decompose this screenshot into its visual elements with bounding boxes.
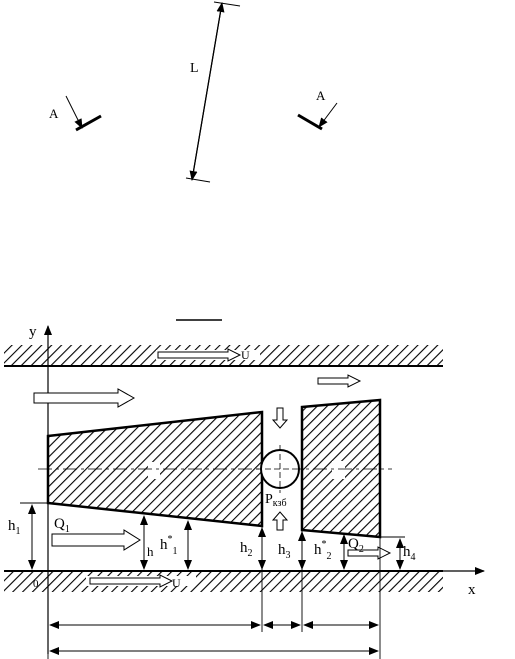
- label-h3: h3: [278, 542, 291, 561]
- flow-arrows: [33, 374, 392, 560]
- label-U-bottom: U: [172, 576, 181, 590]
- label-A-left: A: [49, 106, 59, 121]
- label-A-right: A: [316, 88, 326, 103]
- x-axis-label: x: [468, 582, 476, 598]
- gap-height-dimensions: [28, 504, 404, 570]
- label-L: L: [190, 61, 199, 76]
- left-pad: [46, 410, 264, 528]
- label-U-top: U: [241, 348, 250, 362]
- bottom-moving-surface: U: [4, 570, 443, 592]
- label-h1-star: h*1: [160, 534, 178, 557]
- y-axis-label: y: [29, 324, 37, 340]
- right-pad: [300, 398, 382, 539]
- origin-label: 0: [33, 578, 39, 590]
- label-Q2: Q2: [348, 536, 364, 555]
- section-mark-left: A: [49, 95, 102, 132]
- length-dimensions: [49, 621, 379, 655]
- label-h: h: [147, 544, 154, 559]
- label-h2: h2: [240, 540, 253, 559]
- length-dimension-L: L: [185, 1, 241, 183]
- label-P-kzb: Pкзб: [265, 492, 287, 509]
- section-mark-right: A: [297, 88, 338, 131]
- label-h2-star: h*2: [314, 539, 332, 562]
- label-h1: h1: [8, 518, 21, 537]
- top-moving-surface: U: [4, 345, 443, 367]
- label-Q1: Q1: [54, 516, 70, 535]
- label-h4: h4: [403, 544, 416, 563]
